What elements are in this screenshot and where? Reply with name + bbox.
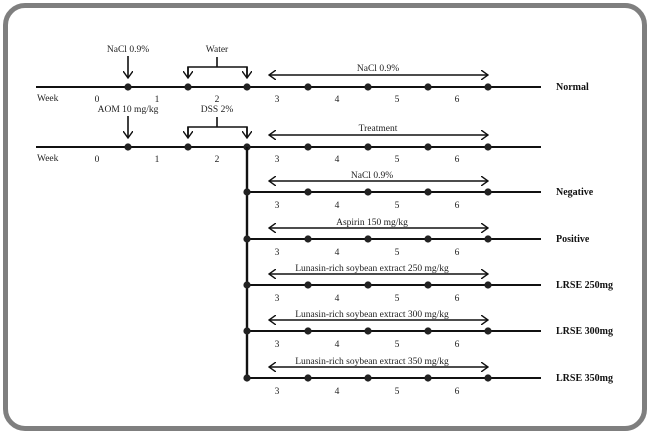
week-number: 3 bbox=[275, 201, 280, 211]
week-number: 4 bbox=[335, 340, 340, 350]
timepoint-dot bbox=[124, 143, 132, 151]
week-number: 2 bbox=[215, 155, 220, 165]
timepoint-dot bbox=[304, 188, 312, 196]
timepoint-dot bbox=[243, 188, 251, 196]
week-number: 5 bbox=[395, 155, 400, 165]
timepoint-dot bbox=[304, 374, 312, 382]
group-label: LRSE 300mg bbox=[556, 326, 613, 337]
bracket-line bbox=[187, 66, 248, 78]
week-number: 6 bbox=[455, 340, 460, 350]
week-number: 6 bbox=[455, 248, 460, 258]
week-label: Week bbox=[37, 154, 59, 164]
week-number: 4 bbox=[335, 155, 340, 165]
timepoint-dot bbox=[484, 327, 492, 335]
timepoint-dot bbox=[484, 143, 492, 151]
single-dose-label: AOM 10 mg/kg bbox=[98, 105, 159, 115]
week-number: 5 bbox=[395, 294, 400, 304]
week-number: 4 bbox=[335, 294, 340, 304]
timepoint-dot bbox=[243, 327, 251, 335]
timepoint-dot bbox=[364, 327, 372, 335]
timepoint-dot bbox=[364, 374, 372, 382]
bracket-line bbox=[187, 126, 248, 138]
week-number: 4 bbox=[335, 95, 340, 105]
week-number: 5 bbox=[395, 340, 400, 350]
week-number: 5 bbox=[395, 248, 400, 258]
group-label: Positive bbox=[556, 234, 590, 245]
group-label: LRSE 250mg bbox=[556, 280, 613, 291]
week-number: 6 bbox=[455, 294, 460, 304]
range-label: Treatment bbox=[359, 124, 398, 134]
week-number: 0 bbox=[95, 155, 100, 165]
timepoint-dot bbox=[364, 83, 372, 91]
group-label: Normal bbox=[556, 82, 589, 93]
week-number: 3 bbox=[275, 294, 280, 304]
timepoint-dot bbox=[424, 281, 432, 289]
week-number: 6 bbox=[455, 201, 460, 211]
week-number: 3 bbox=[275, 155, 280, 165]
range-label: Lunasin-rich soybean extract 350 mg/kg bbox=[295, 357, 449, 367]
timepoint-dot bbox=[484, 235, 492, 243]
week-number: 5 bbox=[395, 201, 400, 211]
week-number: 1 bbox=[155, 155, 160, 165]
timepoint-dot bbox=[424, 83, 432, 91]
week-number: 3 bbox=[275, 248, 280, 258]
timepoint-dot bbox=[364, 188, 372, 196]
week-number: 4 bbox=[335, 248, 340, 258]
timepoint-dot bbox=[304, 83, 312, 91]
timepoint-dot bbox=[243, 374, 251, 382]
week-number: 6 bbox=[455, 155, 460, 165]
timepoint-dot bbox=[484, 281, 492, 289]
timepoint-dot bbox=[304, 327, 312, 335]
timepoint-dot bbox=[243, 235, 251, 243]
week-label: Week bbox=[37, 94, 59, 104]
timepoint-dot bbox=[243, 281, 251, 289]
timepoint-dot bbox=[484, 188, 492, 196]
timepoint-dot bbox=[484, 374, 492, 382]
week-number: 3 bbox=[275, 340, 280, 350]
timepoint-dot bbox=[424, 143, 432, 151]
timepoint-dot bbox=[304, 281, 312, 289]
timepoint-dot bbox=[424, 235, 432, 243]
week-number: 6 bbox=[455, 95, 460, 105]
week-number: 5 bbox=[395, 95, 400, 105]
timepoint-dot bbox=[184, 143, 192, 151]
timepoint-dot bbox=[424, 188, 432, 196]
bracket-label: DSS 2% bbox=[201, 105, 234, 115]
range-label: NaCl 0.9% bbox=[357, 64, 399, 74]
timepoint-dot bbox=[364, 281, 372, 289]
bracket-label: Water bbox=[206, 45, 229, 55]
timepoint-dot bbox=[124, 83, 132, 91]
timepoint-dot bbox=[243, 83, 251, 91]
single-dose-label: NaCl 0.9% bbox=[107, 45, 149, 55]
week-number: 4 bbox=[335, 387, 340, 397]
timepoint-dot bbox=[304, 235, 312, 243]
range-label: Lunasin-rich soybean extract 300 mg/kg bbox=[295, 310, 449, 320]
group-label: LRSE 350mg bbox=[556, 373, 613, 384]
timepoint-dot bbox=[364, 235, 372, 243]
timepoint-dot bbox=[304, 143, 312, 151]
week-number: 4 bbox=[335, 201, 340, 211]
timepoint-dot bbox=[424, 327, 432, 335]
week-number: 2 bbox=[215, 95, 220, 105]
timepoint-dot bbox=[364, 143, 372, 151]
range-label: NaCl 0.9% bbox=[351, 171, 393, 181]
range-label: Lunasin-rich soybean extract 250 mg/kg bbox=[295, 264, 449, 274]
week-number: 5 bbox=[395, 387, 400, 397]
timepoint-dot bbox=[184, 83, 192, 91]
group-label: Negative bbox=[556, 187, 594, 198]
timepoint-dot bbox=[424, 374, 432, 382]
timepoint-dot bbox=[484, 83, 492, 91]
range-label: Aspirin 150 mg/kg bbox=[336, 218, 408, 228]
week-number: 1 bbox=[155, 95, 160, 105]
week-number: 6 bbox=[455, 387, 460, 397]
week-number: 3 bbox=[275, 387, 280, 397]
week-number: 0 bbox=[95, 95, 100, 105]
week-number: 3 bbox=[275, 95, 280, 105]
